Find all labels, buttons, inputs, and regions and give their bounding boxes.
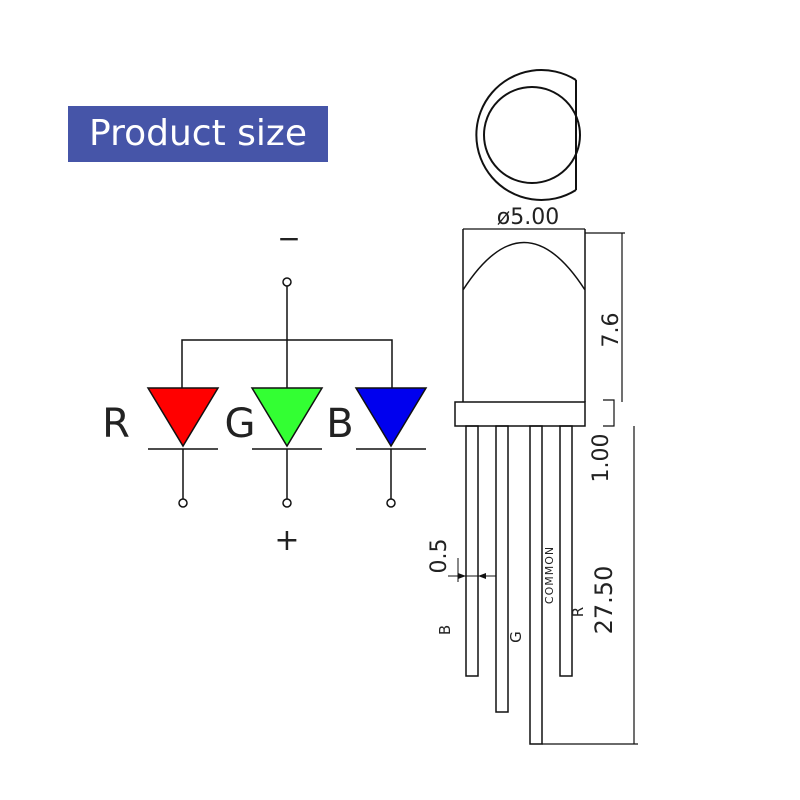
green-terminal <box>282 498 292 508</box>
diameter-label: ø5.00 <box>497 205 559 230</box>
blue-diode <box>354 387 428 448</box>
flange-bracket <box>603 399 615 427</box>
lead-r <box>559 425 573 677</box>
led-dimension-drawing: ø5.00 7.6 1.00 0.5 27.50 B G COMMON R <box>427 69 638 745</box>
lead-length-label: 27.50 <box>590 566 618 635</box>
pin-r-label: R <box>569 607 587 617</box>
common-bus <box>181 339 393 388</box>
body-height-label: 7.6 <box>599 313 624 348</box>
minus-label: − <box>277 222 300 255</box>
flange-label: 1.00 <box>589 434 614 483</box>
common-terminal <box>282 277 292 287</box>
top-view-outer <box>475 69 577 201</box>
pin-width-arrow-left <box>458 573 466 579</box>
lead-common <box>529 425 543 745</box>
red-terminal <box>178 498 188 508</box>
led-b-label: B <box>326 401 353 447</box>
led-r-label: R <box>102 401 130 447</box>
led-body <box>462 229 586 402</box>
top-view-lens <box>483 86 581 184</box>
led-g-label: G <box>225 401 256 447</box>
lead-b <box>465 425 479 677</box>
pin-b-label: B <box>436 625 454 635</box>
pin-width-arrow-right <box>478 573 486 579</box>
pin-common-label: COMMON <box>543 546 556 604</box>
pin-width-label: 0.5 <box>427 539 452 574</box>
led-flange <box>454 401 586 427</box>
red-diode <box>146 387 220 448</box>
rgb-led-schematic: − R G B + <box>102 222 428 558</box>
pin-g-label: G <box>507 631 525 643</box>
product-size-title: Product size <box>68 106 328 162</box>
green-diode <box>250 387 324 448</box>
lead-g <box>495 425 509 713</box>
blue-terminal <box>386 498 396 508</box>
plus-label: + <box>274 523 299 558</box>
